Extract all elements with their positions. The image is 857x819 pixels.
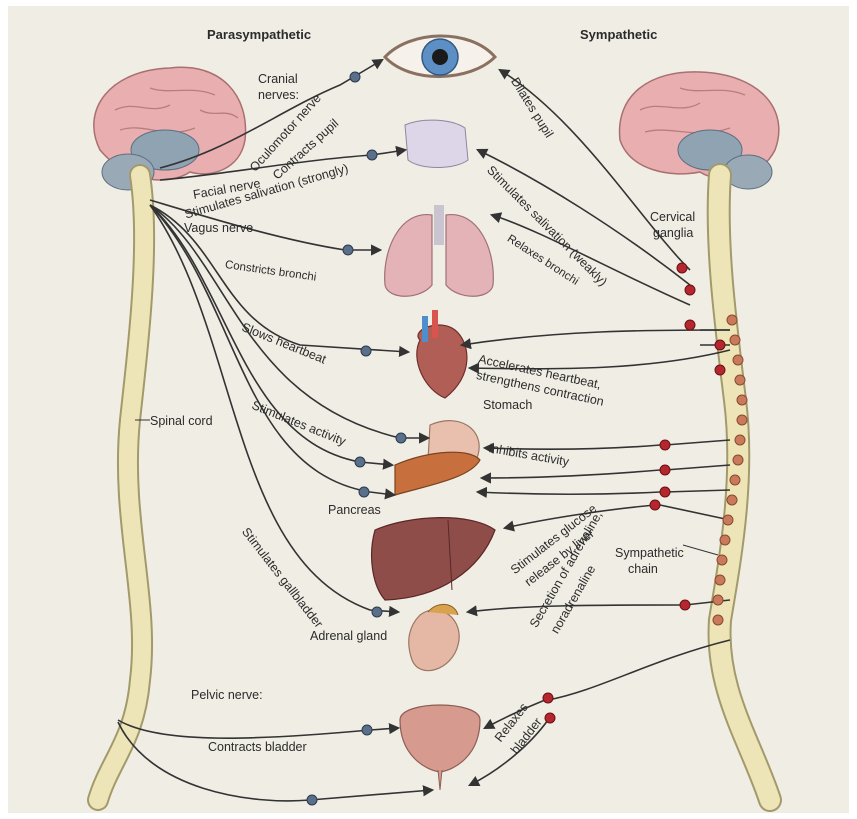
sympathetic-header: Sympathetic [580,28,657,42]
stomach-label: Stomach [483,398,532,412]
pelvic-nerve-label: Pelvic nerve: [191,688,263,702]
heart [417,310,467,398]
chain-pointer [683,545,718,555]
sympathetic-chain-label-line1: Sympathetic [615,546,684,560]
cervical-ganglia-label-line2: ganglia [653,226,693,240]
parasympathetic-header: Parasympathetic [207,28,311,42]
bladder [400,705,480,790]
salivary-glands [405,120,468,167]
adrenal-kidney [409,604,459,670]
cervical-ganglia-label-line1: Cervical [650,210,695,224]
vagus-nerve-label: Vagus nerve [184,221,253,235]
spinal-cord-label: Spinal cord [150,414,213,428]
eye [385,36,495,77]
left-brain [94,67,246,190]
liver [372,518,495,600]
left-spinal-cord [98,175,144,800]
cranial-nerves-label-line1: Cranial [258,72,298,86]
contracts-bladder-label: Contracts bladder [208,740,307,754]
sympathetic-chain-label-line2: chain [628,562,658,576]
cranial-nerves-label-line2: nerves: [258,88,299,102]
right-brain [620,72,779,189]
pancreas [395,452,480,495]
pancreas-label: Pancreas [328,503,381,517]
adrenal-gland-label: Adrenal gland [310,629,387,643]
lungs [385,205,494,296]
right-spinal-cord [719,175,770,800]
